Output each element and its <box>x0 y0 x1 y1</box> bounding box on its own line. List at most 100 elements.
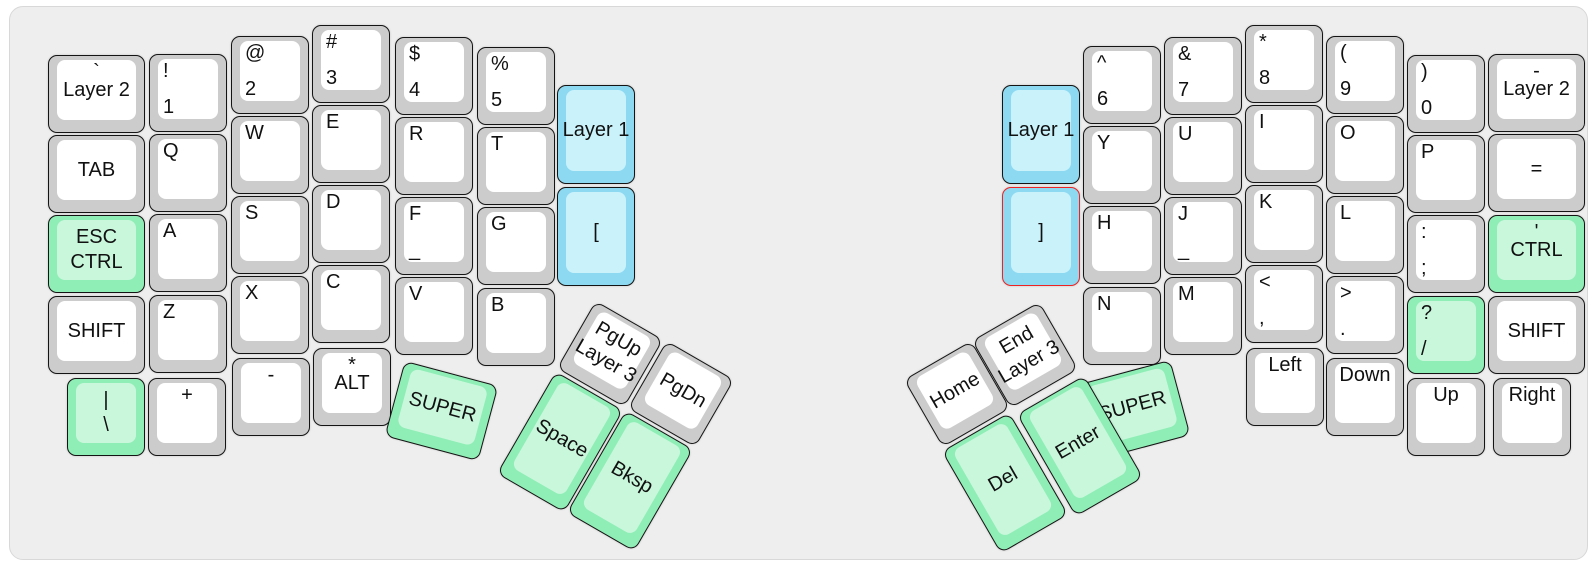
key-layer1-right-label-c: Layer 1 <box>1007 119 1075 141</box>
key-quote-ctrl-cap: 'CTRL <box>1497 220 1576 280</box>
key-asterisk-alt-label-tc: * <box>348 354 356 376</box>
key-v[interactable]: V <box>395 277 473 355</box>
key-2[interactable]: @2 <box>231 36 309 114</box>
key-t[interactable]: T <box>477 127 555 205</box>
key-j-label-tl: J <box>1178 203 1188 225</box>
key-4-label-bl: 4 <box>409 79 421 101</box>
key-i[interactable]: I <box>1245 105 1323 183</box>
key-z-cap: Z <box>158 300 218 360</box>
key-a[interactable]: A <box>149 214 227 292</box>
key-k-cap: K <box>1254 190 1314 250</box>
key-question-slash[interactable]: ?/ <box>1407 296 1485 374</box>
key-r[interactable]: R <box>395 117 473 195</box>
key-g-label-tl: G <box>491 213 507 235</box>
key-right-arrow[interactable]: Right <box>1493 378 1571 456</box>
key-y-label-tl: Y <box>1097 132 1111 154</box>
key-d[interactable]: D <box>312 185 390 263</box>
key-up-arrow[interactable]: Up <box>1407 378 1485 456</box>
key-rbracket[interactable]: ] <box>1002 187 1080 286</box>
key-6-label-bl: 6 <box>1097 88 1109 110</box>
key-5-label-tl: % <box>491 53 509 75</box>
key-super-left[interactable]: SUPER <box>384 360 499 462</box>
key-asterisk-alt[interactable]: *ALT <box>313 348 391 426</box>
key-f[interactable]: F_ <box>395 197 473 275</box>
key-2-label-bl: 2 <box>245 78 257 100</box>
key-5[interactable]: %5 <box>477 47 555 125</box>
key-n-cap: N <box>1092 292 1152 352</box>
key-minus-left[interactable]: - <box>232 358 310 436</box>
key-g[interactable]: G <box>477 207 555 285</box>
key-e[interactable]: E <box>312 105 390 183</box>
key-s-label-tl: S <box>245 202 259 224</box>
key-b[interactable]: B <box>477 288 555 366</box>
key-p[interactable]: P <box>1407 135 1485 213</box>
key-9[interactable]: (9 <box>1326 36 1404 114</box>
key-p-cap: P <box>1416 140 1476 200</box>
key-grave-layer2[interactable]: `Layer 2 <box>48 55 145 133</box>
key-8-label-tl: * <box>1259 31 1267 53</box>
key-left-arrow-label-tc: Left <box>1268 354 1302 376</box>
key-left-arrow[interactable]: Left <box>1246 348 1324 426</box>
key-1[interactable]: !1 <box>149 54 227 132</box>
key-equals-label-c: = <box>1530 157 1543 180</box>
key-y[interactable]: Y <box>1083 126 1161 204</box>
key-equals[interactable]: = <box>1488 134 1585 212</box>
key-tab[interactable]: TAB <box>48 135 145 213</box>
key-8[interactable]: *8 <box>1245 25 1323 103</box>
key-v-cap: V <box>404 282 464 342</box>
key-x[interactable]: X <box>231 276 309 354</box>
key-comma[interactable]: <, <box>1245 265 1323 343</box>
key-period[interactable]: >. <box>1326 276 1404 354</box>
key-asterisk-alt-label-c: ALT <box>334 371 370 394</box>
key-lbracket[interactable]: [ <box>557 187 635 286</box>
key-3[interactable]: #3 <box>312 25 390 103</box>
key-9-label-tl: ( <box>1340 42 1347 64</box>
key-layer1-left-cap: Layer 1 <box>563 90 629 171</box>
key-j[interactable]: J_ <box>1164 197 1242 275</box>
key-pipe-backslash[interactable]: |\ <box>67 378 145 456</box>
key-6[interactable]: ^6 <box>1083 46 1161 124</box>
key-w[interactable]: W <box>231 116 309 194</box>
key-4[interactable]: $4 <box>395 37 473 115</box>
key-c[interactable]: C <box>312 265 390 343</box>
key-down-arrow[interactable]: Down <box>1326 358 1404 436</box>
key-o[interactable]: O <box>1326 116 1404 194</box>
key-shift-left[interactable]: SHIFT <box>48 296 145 374</box>
key-m[interactable]: M <box>1164 277 1242 355</box>
key-0-cap: )0 <box>1416 60 1476 120</box>
key-layer1-right[interactable]: Layer 1 <box>1002 85 1080 184</box>
key-k[interactable]: K <box>1245 185 1323 263</box>
key-z[interactable]: Z <box>149 295 227 373</box>
key-colon-semicolon-label-bl: ; <box>1421 257 1427 279</box>
key-3-label-tl: # <box>326 31 338 53</box>
key-2-label-tl: @ <box>245 42 266 64</box>
key-h[interactable]: H <box>1083 206 1161 284</box>
key-c-cap: C <box>321 270 381 330</box>
key-0[interactable]: )0 <box>1407 55 1485 133</box>
key-o-label-tl: O <box>1340 122 1356 144</box>
key-question-slash-label-tl: ? <box>1421 302 1433 324</box>
key-7-cap: &7 <box>1173 42 1233 102</box>
key-plus-cap: + <box>157 383 217 443</box>
key-u[interactable]: U <box>1164 117 1242 195</box>
key-q[interactable]: Q <box>149 134 227 212</box>
key-7[interactable]: &7 <box>1164 37 1242 115</box>
key-shift-right[interactable]: SHIFT <box>1488 296 1585 374</box>
key-0-label-tl: ) <box>1421 61 1428 83</box>
key-question-slash-label-bl: / <box>1421 338 1427 360</box>
key-minus-layer2[interactable]: -Layer 2 <box>1488 54 1585 132</box>
key-quote-ctrl[interactable]: 'CTRL <box>1488 215 1585 293</box>
key-super-left-label-c: SUPER <box>406 387 479 427</box>
key-n[interactable]: N <box>1083 287 1161 365</box>
key-grave-layer2-cap: `Layer 2 <box>57 60 136 120</box>
key-plus[interactable]: + <box>148 378 226 456</box>
key-colon-semicolon[interactable]: :; <box>1407 215 1485 293</box>
key-a-cap: A <box>158 219 218 279</box>
key-equals-cap: = <box>1497 139 1576 199</box>
key-2-cap: @2 <box>240 41 300 101</box>
key-s[interactable]: S <box>231 196 309 274</box>
key-l[interactable]: L <box>1326 196 1404 274</box>
key-layer1-left[interactable]: Layer 1 <box>557 85 635 184</box>
